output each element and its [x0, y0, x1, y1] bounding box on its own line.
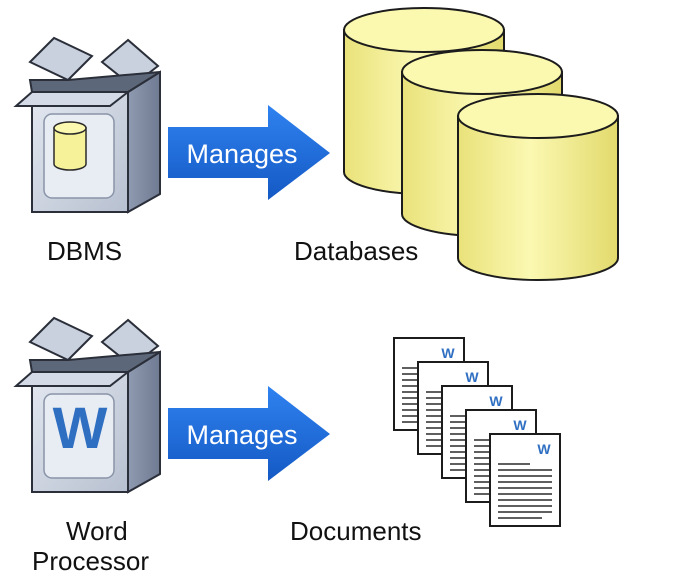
word-processor-box-icon: W — [15, 317, 161, 493]
manages-arrow-1: Manages — [168, 105, 330, 200]
svg-text:W: W — [513, 417, 527, 433]
w-logo-icon: W — [53, 396, 108, 461]
processor-label: Processor — [32, 546, 150, 576]
manages-arrow-2: Manages — [168, 386, 330, 481]
svg-text:W: W — [489, 393, 503, 409]
word-label: Word — [66, 516, 128, 546]
arrow-label-2: Manages — [186, 420, 297, 450]
word-document-icon: W W W W W — [393, 337, 561, 527]
svg-text:W: W — [465, 369, 479, 385]
databases-label: Databases — [294, 236, 419, 266]
arrow-label-1: Manages — [186, 139, 297, 169]
dbms-box-icon — [15, 37, 161, 213]
dbms-label: DBMS — [47, 236, 123, 266]
svg-text:W: W — [537, 441, 551, 457]
documents-label: Documents — [290, 516, 422, 546]
svg-text:W: W — [441, 345, 455, 361]
